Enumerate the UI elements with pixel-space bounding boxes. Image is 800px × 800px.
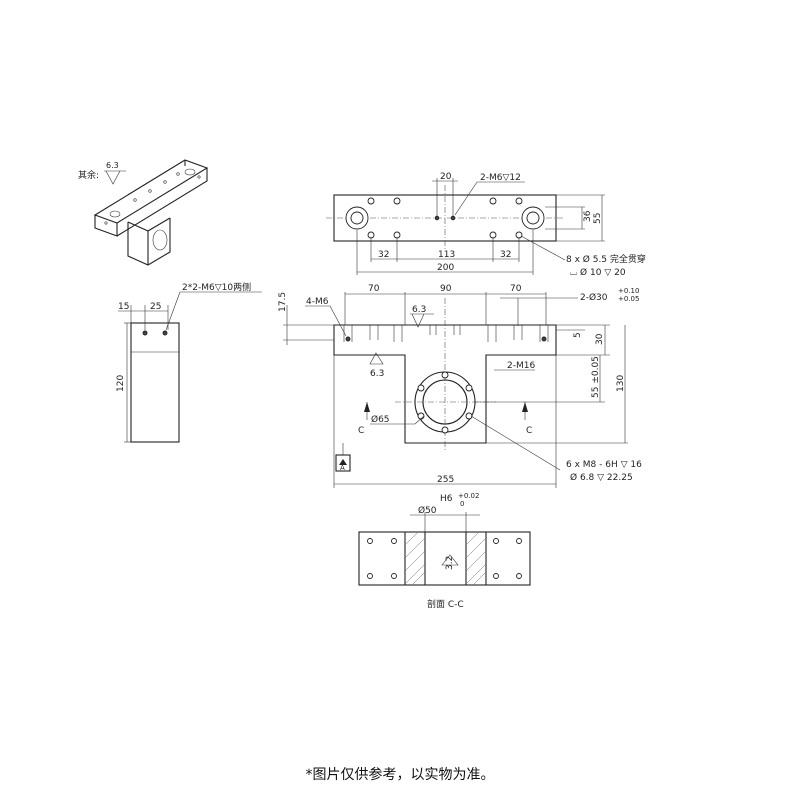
- svg-text:55 ±0.05: 55 ±0.05: [591, 356, 601, 398]
- section-outline: [358, 531, 531, 586]
- svg-text:+0.05: +0.05: [618, 295, 639, 303]
- finish-roughness: 6.3: [106, 161, 119, 170]
- svg-text:C: C: [526, 426, 532, 436]
- svg-text:55: 55: [593, 213, 603, 224]
- disclaimer-text: *图片仅供参考，以实物为准。: [305, 767, 495, 783]
- section-view: Ø50 H6 +0.02 0 3.2 剖面 C-C: [358, 492, 531, 610]
- front-view: 70 90 70 17.5 4-M6 6.3 2-Ø30 +0.10 +0.05…: [278, 284, 642, 488]
- svg-text:2*2-M6▽10两侧: 2*2-M6▽10两侧: [182, 281, 251, 293]
- svg-text:H6: H6: [440, 494, 453, 504]
- svg-text:2-Ø30: 2-Ø30: [580, 292, 608, 303]
- svg-text:0: 0: [460, 500, 464, 508]
- svg-text:6.3: 6.3: [370, 369, 384, 379]
- svg-text:90: 90: [440, 284, 452, 294]
- svg-text:4-M6: 4-M6: [306, 297, 329, 307]
- svg-text:Ø50: Ø50: [418, 505, 437, 516]
- finish-prefix: 其余:: [78, 169, 99, 181]
- svg-text:⌴ Ø 10 ▽ 20: ⌴ Ø 10 ▽ 20: [570, 267, 626, 278]
- through-holes: [367, 197, 523, 239]
- svg-text:200: 200: [437, 263, 454, 273]
- svg-text:Ø65: Ø65: [371, 414, 390, 425]
- svg-text:15: 15: [118, 302, 129, 312]
- svg-text:130: 130: [616, 375, 626, 392]
- svg-text:5: 5: [573, 332, 583, 338]
- svg-text:6 x M8 - 6H ▽ 16: 6 x M8 - 6H ▽ 16: [566, 460, 642, 470]
- bore-inner: [422, 379, 468, 425]
- svg-text:36: 36: [583, 210, 593, 222]
- svg-text:C: C: [358, 426, 364, 436]
- svg-text:32: 32: [500, 250, 511, 260]
- svg-text:70: 70: [368, 284, 380, 294]
- svg-text:2-M16: 2-M16: [507, 361, 535, 371]
- svg-text:Ø 6.8 ▽ 22.25: Ø 6.8 ▽ 22.25: [570, 472, 633, 483]
- top-view: 20 2-M6▽12 113 32 32 200 36 55 8 x Ø 5.5…: [326, 172, 646, 278]
- svg-text:20: 20: [440, 172, 452, 182]
- svg-text:32: 32: [378, 250, 389, 260]
- iso-bore: [152, 229, 168, 251]
- svg-text:2-M6▽12: 2-M6▽12: [480, 173, 521, 183]
- svg-text:255: 255: [437, 475, 454, 485]
- svg-text:113: 113: [438, 250, 455, 260]
- finish-note: 其余: 6.3: [78, 161, 126, 185]
- svg-text:25: 25: [150, 302, 161, 312]
- svg-text:17.5: 17.5: [278, 292, 288, 312]
- roughness-symbol-icon: [104, 170, 126, 185]
- section-caption: 剖面 C-C: [427, 598, 464, 610]
- svg-text:+0.10: +0.10: [618, 287, 639, 295]
- svg-text:70: 70: [510, 284, 522, 294]
- side-view: 15 25 120 2*2-M6▽10两侧: [116, 281, 262, 443]
- svg-text:3.2: 3.2: [445, 556, 455, 570]
- svg-text:+0.02: +0.02: [458, 492, 479, 500]
- side-view-outline: [130, 322, 180, 443]
- section-hatching: [404, 531, 487, 586]
- svg-text:6.3: 6.3: [412, 305, 426, 315]
- isometric-sketch: [93, 159, 209, 266]
- svg-text:30: 30: [595, 333, 605, 345]
- svg-text:120: 120: [116, 375, 126, 392]
- svg-text:8 x Ø 5.5 完全贯穿: 8 x Ø 5.5 完全贯穿: [566, 253, 646, 265]
- svg-text:A: A: [340, 464, 345, 472]
